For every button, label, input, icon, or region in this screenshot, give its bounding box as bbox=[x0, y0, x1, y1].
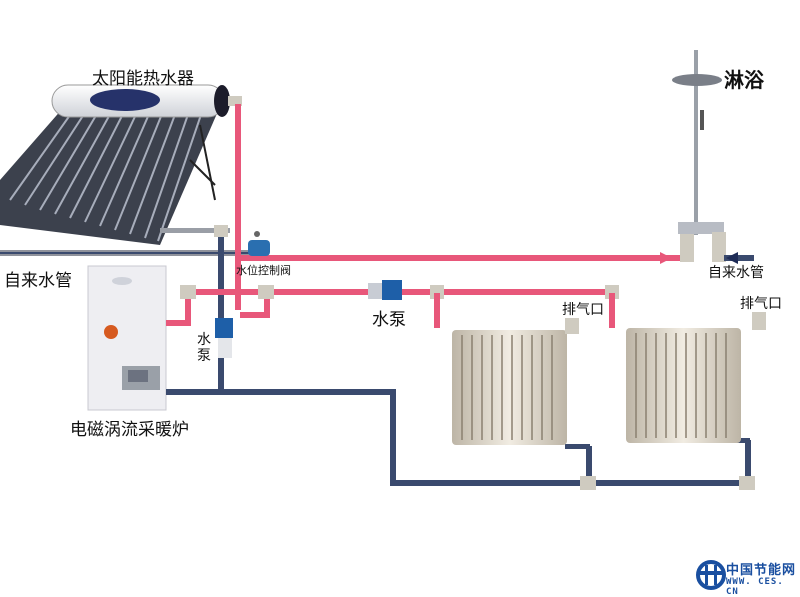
return-pipe bbox=[166, 389, 755, 490]
tap-water-left-label: 自来水管 bbox=[4, 271, 72, 291]
vacuum-tubes bbox=[9, 102, 206, 242]
watermark-name: 中国节能网 bbox=[726, 563, 797, 578]
watermark: 中国节能网 WWW. CES. CN bbox=[696, 558, 800, 597]
tank-logo bbox=[90, 89, 160, 111]
tap-water-main-pipe bbox=[0, 250, 262, 256]
radiator-1 bbox=[452, 318, 579, 445]
vent-2-label: 排气口 bbox=[740, 296, 782, 312]
electromagnetic-boiler bbox=[87, 265, 167, 411]
main-pump bbox=[368, 280, 402, 300]
radiator-2 bbox=[626, 312, 766, 443]
vent-1-label: 排气口 bbox=[562, 302, 604, 318]
main-pump-label: 水泵 bbox=[372, 310, 406, 330]
vertical-pump-label: 水泵 bbox=[197, 332, 211, 364]
ces-logo-icon bbox=[696, 560, 726, 590]
solar-heater-label: 太阳能热水器 bbox=[92, 69, 194, 89]
hot-water-pipe bbox=[228, 96, 694, 310]
boiler-label: 电磁涡流采暖炉 bbox=[70, 420, 189, 440]
solar-water-heater bbox=[0, 84, 230, 245]
heating-supply-pipe bbox=[166, 285, 619, 328]
tap-water-right-label: 自来水管 bbox=[708, 265, 764, 281]
shower bbox=[672, 50, 754, 264]
shower-label: 淋浴 bbox=[724, 68, 764, 92]
vertical-pump bbox=[215, 318, 233, 358]
level-control-valve bbox=[248, 231, 270, 256]
level-valve-label: 水位控制阀 bbox=[236, 264, 291, 277]
watermark-url: WWW. CES. CN bbox=[726, 577, 784, 597]
